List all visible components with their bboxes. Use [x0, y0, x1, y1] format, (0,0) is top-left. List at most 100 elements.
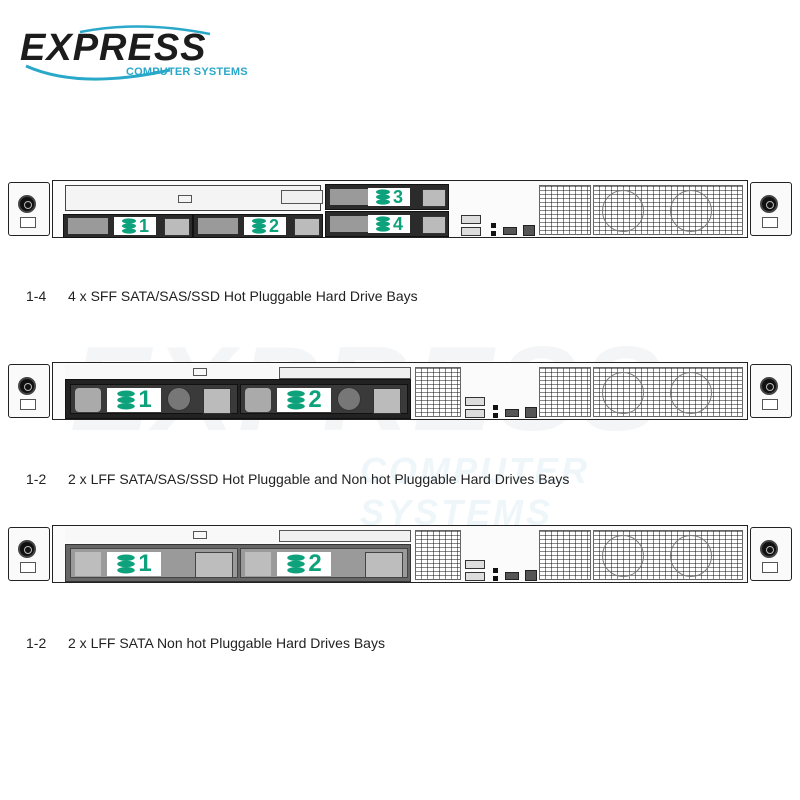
fan-icon	[602, 372, 644, 414]
fan-grille	[593, 367, 743, 417]
serial-port	[525, 570, 537, 581]
hard-drive-stack-icon	[117, 554, 136, 574]
serial-port	[525, 407, 537, 418]
drive-bay-1[interactable]: 1	[63, 214, 193, 238]
vent-grille	[539, 530, 591, 580]
thumbscrew-icon	[18, 195, 36, 213]
bay-label: 1	[107, 388, 161, 412]
express-logo: EXPRESS COMPUTER SYSTEMS	[20, 24, 250, 84]
pull-tab	[762, 217, 778, 228]
bay-number: 1	[138, 386, 152, 413]
drive-latch-icon	[167, 387, 191, 411]
pull-tab	[20, 399, 36, 410]
pull-tab	[20, 217, 36, 228]
optical-drive-bay	[65, 185, 321, 211]
chassis: 1 2	[52, 525, 748, 583]
rack-ear-left	[8, 527, 50, 581]
hard-drive-stack-icon	[375, 189, 390, 205]
bay-range: 1-2	[26, 635, 47, 651]
bay-number: 1	[138, 216, 149, 236]
usb-port	[461, 227, 481, 236]
serial-port	[523, 225, 535, 236]
caption-text: 4 x SFF SATA/SAS/SSD Hot Pluggable Hard …	[68, 288, 418, 304]
status-led-icon	[493, 568, 498, 573]
serial-label-tab	[279, 530, 411, 542]
caption-lff-hotplug: 1-2 2 x LFF SATA/SAS/SSD Hot Pluggable an…	[26, 471, 569, 487]
bay-label: 1	[107, 552, 161, 576]
fan-grille	[593, 530, 743, 580]
vent-grille	[415, 530, 461, 580]
bay-number: 3	[392, 187, 403, 207]
serial-label-tab	[279, 367, 411, 379]
pull-tab	[20, 562, 36, 573]
hard-drive-stack-icon	[121, 218, 136, 234]
drive-bay-2[interactable]: 2	[193, 214, 323, 238]
bay-number: 2	[308, 550, 322, 577]
drive-bay-2[interactable]: 2	[240, 548, 408, 578]
hard-drive-stack-icon	[251, 218, 266, 234]
usb-port	[465, 409, 485, 418]
rack-ear-right	[750, 182, 792, 236]
drive-bay-1[interactable]: 1	[70, 384, 238, 414]
fan-icon	[670, 190, 712, 232]
bay-label: 2	[277, 552, 331, 576]
optical-drive-bay	[65, 528, 277, 542]
pull-tab	[762, 562, 778, 573]
logo-swoosh-icon	[25, 25, 211, 81]
fan-icon	[670, 535, 712, 577]
rack-ear-left	[8, 182, 50, 236]
bay-range: 1-2	[26, 471, 47, 487]
status-led-icon	[493, 576, 498, 581]
lff-cage: 1 2	[65, 544, 411, 582]
video-port	[505, 409, 519, 417]
hard-drive-stack-icon	[117, 390, 136, 410]
server-front-sff-4bay: 1 2 3 4	[8, 180, 792, 238]
status-led-icon	[491, 231, 496, 236]
watermark-subtitle: COMPUTER SYSTEMS	[360, 450, 590, 533]
drive-bay-4[interactable]: 4	[325, 211, 449, 237]
usb-port	[465, 572, 485, 581]
bay-number: 2	[308, 386, 322, 413]
vent-grille	[415, 367, 461, 417]
drive-latch-icon	[337, 387, 361, 411]
caption-text: 2 x LFF SATA Non hot Pluggable Hard Driv…	[68, 635, 385, 651]
thumbscrew-icon	[760, 377, 778, 395]
bay-number: 1	[138, 550, 152, 577]
lff-cage: 1 2	[65, 379, 411, 419]
bay-label: 2	[244, 217, 286, 235]
video-port	[505, 572, 519, 580]
bay-number: 2	[268, 216, 279, 236]
optical-drive-bay	[65, 365, 277, 379]
vent-grille	[539, 185, 591, 235]
fan-icon	[602, 190, 644, 232]
bay-label: 4	[368, 215, 410, 233]
chassis: 1 2	[52, 362, 748, 420]
fan-icon	[602, 535, 644, 577]
thumbscrew-icon	[18, 540, 36, 558]
thumbscrew-icon	[18, 377, 36, 395]
fan-icon	[670, 372, 712, 414]
thumbscrew-icon	[760, 195, 778, 213]
pull-tab	[762, 399, 778, 410]
caption-sff: 1-4 4 x SFF SATA/SAS/SSD Hot Pluggable Ha…	[26, 288, 418, 304]
hard-drive-stack-icon	[287, 554, 306, 574]
bay-label: 2	[277, 388, 331, 412]
logo-wordmark: EXPRESS	[20, 27, 207, 69]
bay-range: 1-4	[26, 288, 47, 304]
rack-ear-right	[750, 527, 792, 581]
bay-label: 1	[114, 217, 156, 235]
thumbscrew-icon	[760, 540, 778, 558]
usb-port	[461, 215, 481, 224]
usb-port	[465, 560, 485, 569]
bay-number: 4	[392, 214, 403, 234]
drive-bay-2[interactable]: 2	[240, 384, 408, 414]
server-front-lff-nonhotplug: 1 2	[8, 525, 792, 583]
vent-grille	[539, 367, 591, 417]
hard-drive-stack-icon	[287, 390, 306, 410]
caption-text: 2 x LFF SATA/SAS/SSD Hot Pluggable and N…	[68, 471, 570, 487]
drive-bay-1[interactable]: 1	[70, 548, 238, 578]
logo-subtitle: COMPUTER SYSTEMS	[126, 66, 248, 78]
drive-bay-3[interactable]: 3	[325, 184, 449, 210]
chassis: 1 2 3 4	[52, 180, 748, 238]
fan-grille	[593, 185, 743, 235]
